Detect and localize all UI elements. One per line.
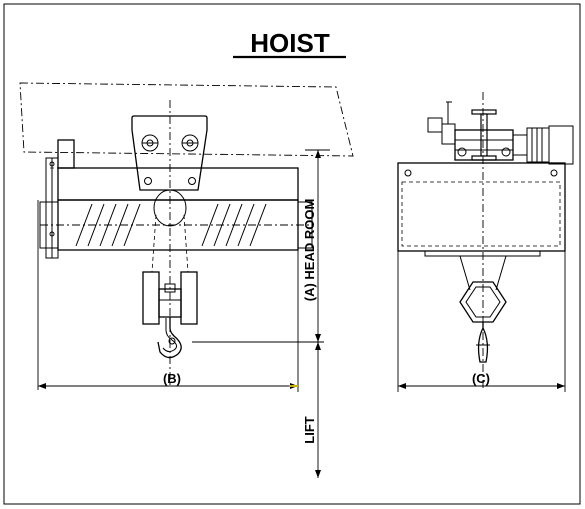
end-hook-block (459, 281, 507, 323)
dimension-vertical: (A) HEAD ROOM LIFT (192, 149, 330, 478)
end-motor (512, 125, 574, 165)
width-b-label: (B) (163, 371, 181, 386)
dimension-b: (B) (37, 200, 299, 392)
hook (157, 317, 182, 359)
end-view (397, 92, 574, 390)
width-c-label: (C) (472, 371, 490, 386)
side-motor (57, 139, 75, 169)
side-view (19, 82, 354, 385)
end-housing (397, 162, 566, 252)
lift-label: LIFT (302, 416, 317, 443)
hook-block-right-sheave (180, 271, 198, 325)
trolley-plate (131, 115, 208, 191)
drum-sheave (153, 189, 187, 227)
runway-beam (19, 82, 354, 157)
end-hook (477, 322, 489, 363)
hook-block-left-sheave (142, 271, 160, 325)
drum-grooves (75, 203, 267, 247)
dimension-c: (C) (397, 251, 566, 392)
head-room-label: (A) HEAD ROOM (302, 199, 317, 302)
drawing-frame (3, 3, 581, 505)
hoist-frame (57, 167, 299, 201)
drawing-title: HOIST (250, 28, 330, 58)
